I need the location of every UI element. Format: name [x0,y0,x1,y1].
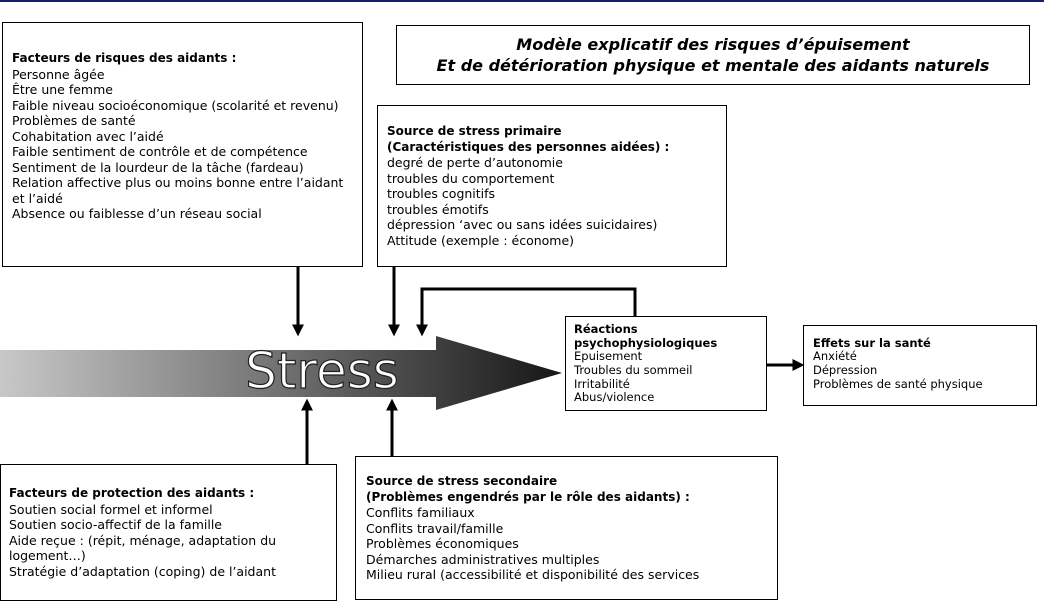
risk-factor-item: Être une femme [12,82,113,97]
risk-factors-heading: Facteurs de risques des aidants : [12,51,237,65]
stress-arrow-shape [0,336,562,410]
protection-factor-item: Soutien socio-affectif de la famille [9,517,222,532]
risk-factor-item: Relation affective plus ou moins bonne e… [12,175,344,206]
secondary-stress-item: Milieu rural (accessibilité et disponibi… [366,567,700,582]
reaction-item: Irritabilité [574,376,630,391]
risk-factor-item: Cohabitation avec l’aidé [12,128,164,144]
health-effect-item: Anxiété [813,349,857,363]
protection-factors-box: Facteurs de protection des aidants : Sou… [0,464,337,601]
primary-stress-item: Attitude (exemple : économe) [387,232,575,248]
primary-stress-item: troubles émotifs [387,201,489,217]
reaction-item: Epuisement [574,349,643,363]
protection-factors-heading: Facteurs de protection des aidants : [9,486,255,500]
secondary-stress-subheading: (Problèmes engendrés par le rôle des aid… [366,489,690,504]
secondary-stress-heading: Source de stress secondaire [366,474,558,488]
risk-factor-item: Sentiment de la lourdeur de la tâche (fa… [12,159,304,175]
stress-label: Stress [245,342,399,400]
health-effects-heading: Effets sur la santé [813,336,931,350]
risk-factor-item: Personne âgée [12,66,105,82]
reactions-heading: Réactions [574,322,638,336]
risk-factor-item: Faible niveau socioéconomique (scolarité… [12,97,339,113]
title-line-1: Modèle explicatif des risques d’épuiseme… [516,35,910,54]
reaction-item: Troubles du sommeil [574,362,693,377]
title-line-2: Et de détérioration physique et mentale … [436,56,990,75]
risk-factor-item: Absence ou faiblesse d’un réseau social [12,206,262,221]
feedback-loop-arrow [416,287,637,337]
health-effect-item: Problèmes de santé physique [813,376,983,391]
risk-factor-item: Problèmes de santé [12,113,136,128]
primary-stress-item: dépression ‘avec ou sans idées suicidair… [387,217,658,232]
secondary-stress-item: Problèmes économiques [366,536,519,551]
protection-factor-item: Aide reçue : (répit, ménage, adaptation … [9,532,277,564]
reaction-item: Abus/violence [574,390,655,405]
secondary-stress-item: Démarches administratives multiples [366,551,600,567]
risk-factors-box: Facteurs de risques des aidants : Person… [2,22,363,267]
secondary-stress-item: Conflits travail/famille [366,520,504,536]
primary-stress-heading: Source de stress primaire [387,124,562,138]
secondary-stress-item: Conflits familiaux [366,505,475,520]
primary-stress-item: troubles du comportement [387,170,555,186]
primary-stress-subheading: (Caractéristiques des personnes aidées) … [387,139,670,154]
risk-factor-item: Faible sentiment de contrôle et de compé… [12,144,308,159]
health-effect-item: Dépression [813,362,878,377]
primary-stress-box: Source de stress primaire (Caractéristiq… [377,105,727,267]
primary-stress-item: degré de perte d’autonomie [387,155,563,170]
title-box: Modèle explicatif des risques d’épuiseme… [396,25,1030,85]
reactions-subheading: psychophysiologiques [574,336,718,350]
primary-stress-item: troubles cognitifs [387,186,496,201]
secondary-stress-box: Source de stress secondaire (Problèmes e… [355,456,778,600]
protection-factor-item: Soutien social formel et informel [9,501,213,517]
top-rule [0,0,1044,2]
reactions-box: Réactions psychophysiologiques Epuisemen… [565,316,767,411]
protection-factor-item: Stratégie d’adaptation (coping) de l’aid… [9,563,276,579]
